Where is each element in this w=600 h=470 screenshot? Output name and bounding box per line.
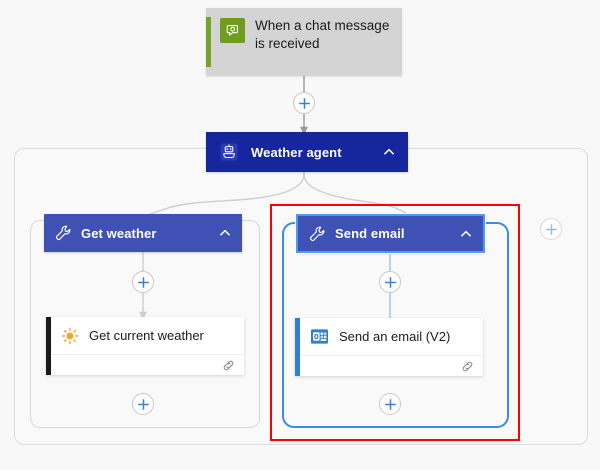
tool-node-title: Send email xyxy=(335,226,405,241)
chevron-up-icon[interactable] xyxy=(459,227,473,241)
wrench-icon xyxy=(308,225,326,243)
add-step-after-trigger-button[interactable] xyxy=(293,92,315,114)
action-accent-bar xyxy=(295,318,300,376)
add-step-in-send-email-button[interactable] xyxy=(379,271,401,293)
add-tool-to-agent-button[interactable] xyxy=(540,218,562,240)
add-step-end-get-weather-button[interactable] xyxy=(132,393,154,415)
action-card-header: Send an email (V2) xyxy=(300,318,483,356)
action-card-get-current-weather[interactable]: Get current weather xyxy=(46,317,244,375)
plus-icon xyxy=(384,276,396,288)
sun-weather-icon xyxy=(61,327,79,345)
action-card-label: Send an email (V2) xyxy=(339,329,451,344)
action-card-body: Send an email (V2) xyxy=(300,318,483,376)
tool-node-send-email[interactable]: Send email xyxy=(295,213,486,254)
robot-agent-icon xyxy=(218,141,240,163)
wrench-icon xyxy=(54,224,72,242)
chevron-up-icon[interactable] xyxy=(218,226,232,240)
agent-node-title: Weather agent xyxy=(251,144,342,160)
chevron-up-icon[interactable] xyxy=(382,145,396,159)
trigger-card-chat-message[interactable]: When a chat message is received xyxy=(206,8,402,76)
trigger-label-line2: is received xyxy=(255,36,320,51)
plus-icon xyxy=(384,398,396,410)
action-card-header: Get current weather xyxy=(51,317,244,355)
action-card-label: Get current weather xyxy=(89,328,204,343)
action-card-footer xyxy=(51,355,244,375)
chain-link-icon xyxy=(223,360,234,370)
plus-icon xyxy=(137,276,149,288)
outlook-icon xyxy=(310,327,329,346)
plus-icon xyxy=(545,223,557,235)
action-card-body: Get current weather xyxy=(51,317,244,375)
add-step-in-get-weather-button[interactable] xyxy=(132,271,154,293)
action-accent-bar xyxy=(46,317,51,375)
add-step-end-send-email-button[interactable] xyxy=(379,393,401,415)
teams-chat-icon xyxy=(220,18,245,43)
action-card-send-an-email[interactable]: Send an email (V2) xyxy=(295,318,483,376)
trigger-label-line1: When a chat message xyxy=(255,18,390,33)
tool-node-get-weather[interactable]: Get weather xyxy=(44,214,242,252)
plus-icon xyxy=(298,97,310,109)
trigger-label: When a chat message is received xyxy=(255,17,389,53)
tool-node-title: Get weather xyxy=(81,225,157,241)
plus-icon xyxy=(137,398,149,410)
trigger-accent-bar xyxy=(206,17,211,67)
chain-link-icon xyxy=(462,361,473,371)
agent-node-weather-agent[interactable]: Weather agent xyxy=(206,132,408,172)
action-card-footer xyxy=(300,356,483,376)
